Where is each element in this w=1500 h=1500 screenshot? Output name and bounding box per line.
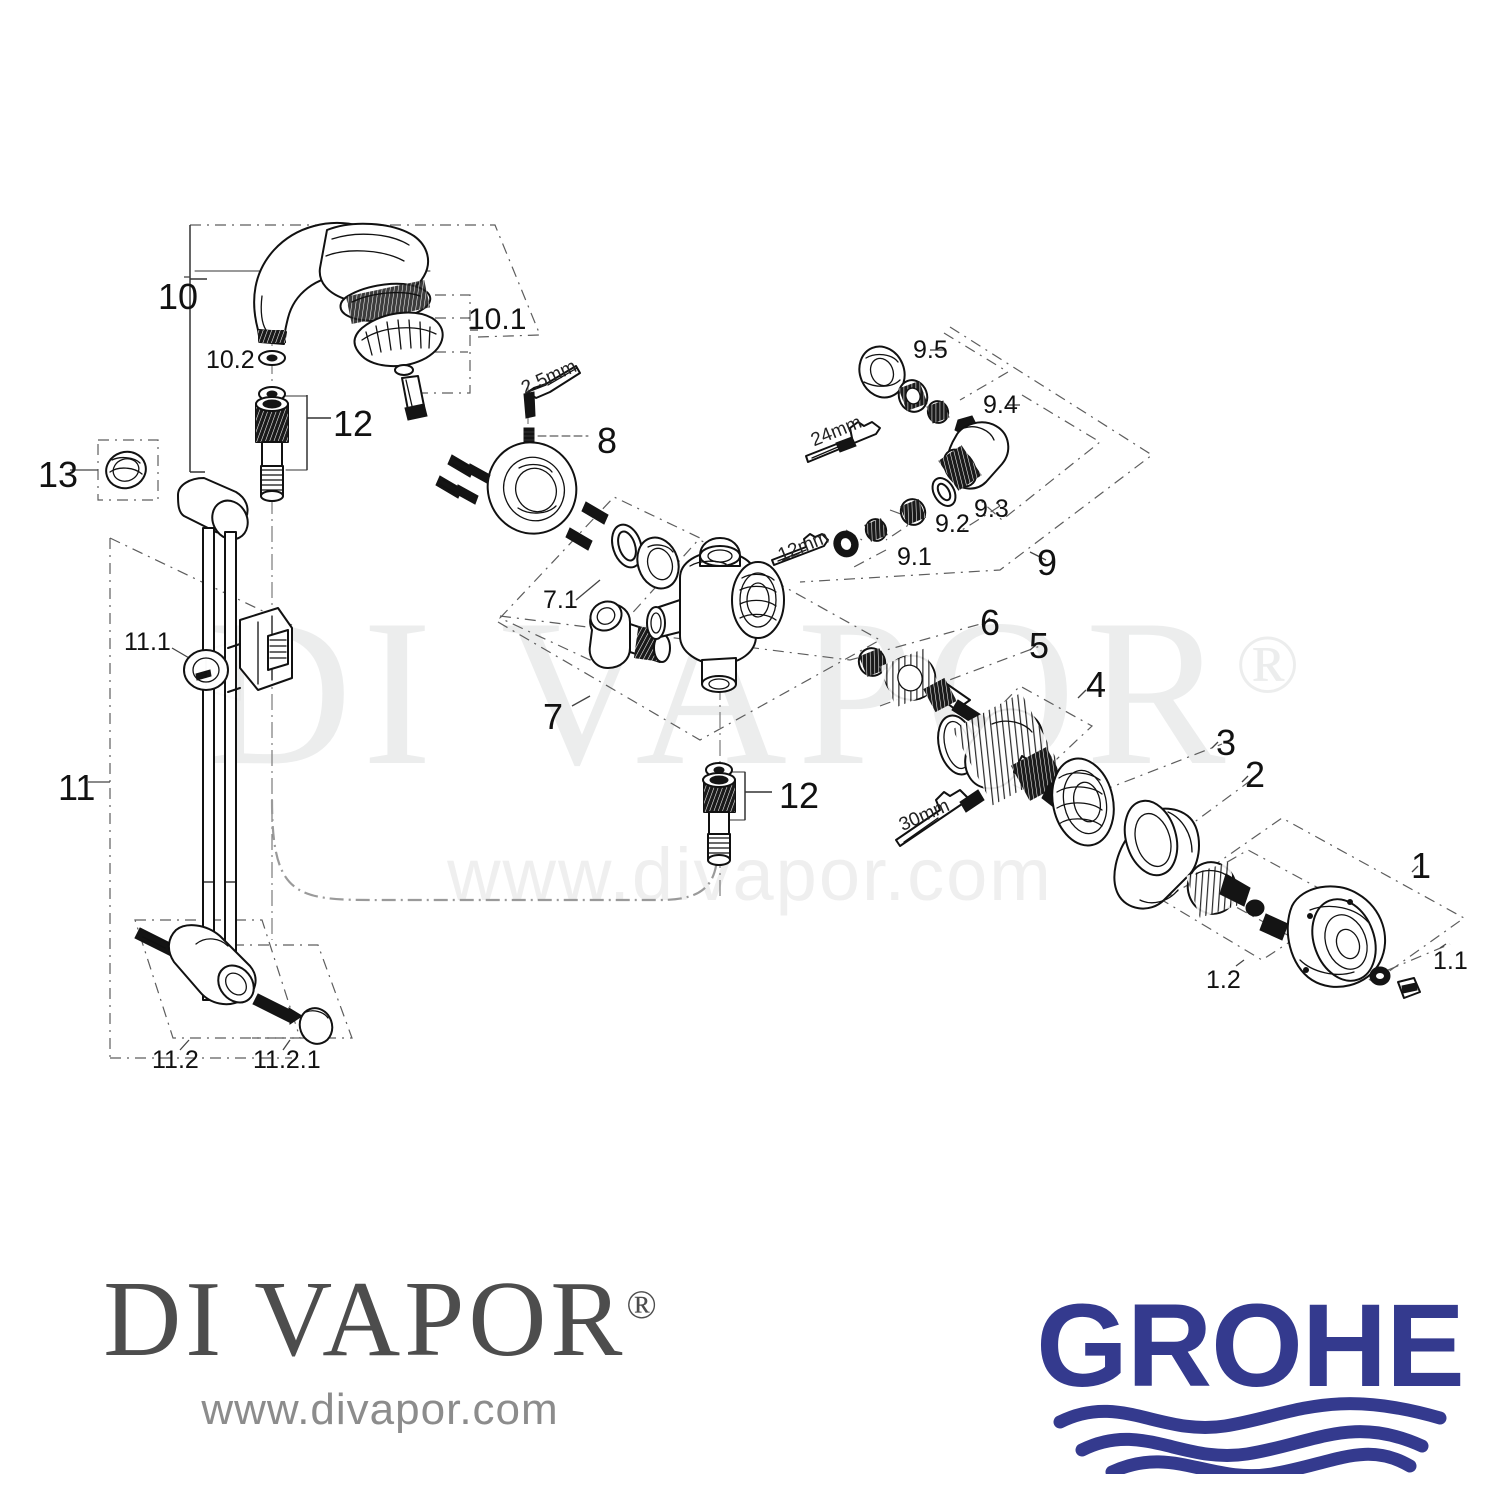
- part-9-1-seal: [833, 530, 859, 558]
- callout-label-1: 1: [1411, 845, 1432, 886]
- group-frame-9-5: [930, 332, 1010, 401]
- tool-spanner-30mm: [895, 789, 985, 847]
- footer-logos: DI VAPOR® www.divapor.com GROHE: [0, 1258, 1500, 1500]
- tool-spanner-12mm: [771, 533, 829, 566]
- callout-label-9.4: 9.4: [983, 391, 1018, 419]
- part-11-1-handset-holder: [183, 607, 293, 693]
- part-6-valve-seat: [857, 647, 888, 677]
- callout-label-1.1: 1.1: [1433, 947, 1468, 975]
- callout-label-10.1: 10.1: [468, 303, 527, 336]
- shower-hose: [270, 799, 720, 902]
- part-9-2-small-nut: [864, 518, 888, 542]
- callout-label-4: 4: [1086, 664, 1107, 705]
- callout-label-12a: 12: [333, 403, 374, 444]
- group-frame-11: [88, 537, 293, 1059]
- group-frame-1: [1188, 817, 1466, 983]
- grohe-wordmark-text: GROHE: [1036, 1280, 1464, 1412]
- tool-spanner-24mm: [805, 421, 881, 463]
- callout-label-11: 11: [58, 767, 96, 808]
- group-frame-12-upper: [281, 395, 331, 471]
- callout-label-9.2: 9.2: [935, 510, 970, 538]
- callout-label-11.1: 11.1: [124, 628, 171, 656]
- part-1-1-handle-screw: [1369, 966, 1421, 999]
- nut-knurl-marks: [1056, 772, 1103, 827]
- group-frame-13: [70, 439, 159, 501]
- group-frame-9: [799, 326, 1154, 583]
- callout-label-10: 10: [158, 276, 199, 317]
- part-1-handle: [1286, 885, 1387, 988]
- group-frame-7: [497, 539, 882, 741]
- part-1-2-control-insert: [1186, 861, 1289, 941]
- part-11-2-1-cover-cap: [252, 993, 334, 1045]
- group-frame-4: [950, 685, 1094, 791]
- part-7-1-cover-plate: [435, 441, 609, 551]
- group-frame-2: [1161, 775, 1255, 847]
- callout-label-9.3: 9.3: [974, 495, 1009, 523]
- part-9-5-filter-washer: [858, 345, 906, 399]
- callout-label-1.2: 1.2: [1206, 966, 1241, 994]
- part-2-cover-sleeve: [1113, 799, 1200, 910]
- part-10-2-seal: [258, 350, 286, 366]
- part-4-thermostatic-cartridge: [952, 692, 1071, 813]
- callout-label-12b: 12: [779, 775, 820, 816]
- group-frame-1-2: [1160, 849, 1350, 967]
- callout-label-9.5: 9.5: [913, 336, 948, 364]
- body-thread-lines: [739, 573, 777, 621]
- callout-label-6: 6: [980, 602, 1001, 643]
- part-13-filter-washer: [105, 450, 147, 490]
- tool-allen-key-2-5mm: [523, 365, 581, 419]
- group-frame-1-1: [1387, 943, 1451, 971]
- part-3-retaining-nut: [1051, 757, 1115, 847]
- callout-label-5: 5: [1029, 625, 1050, 666]
- callout-label-2: 2: [1245, 754, 1266, 795]
- divapor-name-text: DI VAPOR: [103, 1260, 627, 1379]
- divapor-logo: DI VAPOR® www.divapor.com: [0, 1266, 760, 1432]
- callout-label-9: 9: [1037, 542, 1058, 583]
- part-7-spout-adapter: [636, 536, 680, 590]
- callout-label-11.2: 11.2: [152, 1046, 199, 1074]
- part-11-2-wall-bracket: [134, 924, 257, 1006]
- group-frame-9-4: [979, 394, 1102, 521]
- part-7-mixer-body: [646, 537, 785, 693]
- callout-label-8: 8: [597, 420, 618, 461]
- knob-teeth: [365, 319, 431, 356]
- exploded-parts-drawing: .ln { fill:none; stroke:#111; stroke-wid…: [70, 222, 1466, 1059]
- callout-label-10.2: 10.2: [206, 346, 255, 374]
- part-9-4-check-valve: [897, 379, 979, 437]
- part-7-elbow-connector: [588, 600, 671, 669]
- part-9-valve-body: [931, 421, 1010, 507]
- group-frame-11-2: [134, 919, 353, 1051]
- part-12-lower-hose-connector: [702, 762, 736, 866]
- part-9-3-nut: [899, 498, 927, 526]
- callout-label-7.1: 7.1: [543, 586, 578, 614]
- divapor-registered-icon: ®: [626, 1282, 657, 1327]
- callout-label-11.2.1: 11.2.1: [253, 1046, 321, 1074]
- part-10-1-spray-assembly: [339, 279, 444, 421]
- part-11-rail-assembly: [177, 477, 293, 1001]
- part-6-retainer: [879, 648, 941, 708]
- callout-label-13: 13: [38, 454, 79, 495]
- callout-label-9.1: 9.1: [897, 543, 932, 571]
- grohe-logo: GROHE: [1036, 1280, 1465, 1474]
- grohe-waves-icon: [1053, 1397, 1447, 1474]
- part-7-o-ring: [611, 523, 643, 569]
- callout-label-7: 7: [543, 696, 564, 737]
- divapor-wordmark: DI VAPOR®: [0, 1266, 760, 1374]
- part-12-upper-hose-connector: [255, 386, 289, 502]
- callout-label-3: 3: [1216, 722, 1237, 763]
- part-7-1-screws: [435, 454, 609, 551]
- divapor-url-text: www.divapor.com: [201, 1385, 559, 1434]
